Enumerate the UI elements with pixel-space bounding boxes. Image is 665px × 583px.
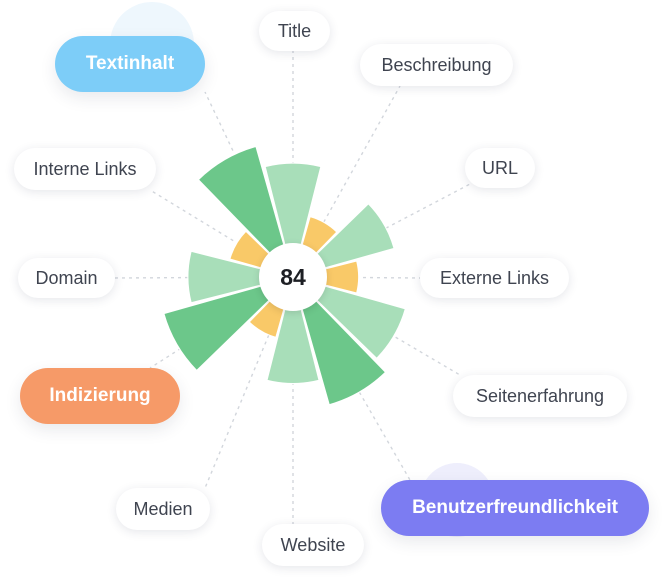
label-textinhalt[interactable]: Textinhalt xyxy=(55,36,205,92)
label-medien[interactable]: Medien xyxy=(116,488,210,530)
score-wedge-9 xyxy=(187,250,294,304)
score-wedge-0 xyxy=(264,162,322,278)
overall-score: 84 xyxy=(259,243,327,311)
label-domain[interactable]: Domain xyxy=(18,258,115,298)
label-title[interactable]: Title xyxy=(259,11,330,51)
score-wedge-5 xyxy=(292,276,387,406)
connector-line-11 xyxy=(204,91,294,278)
label-interne-links[interactable]: Interne Links xyxy=(14,148,156,190)
label-benutzerfreundlichkeit[interactable]: Benutzerfreundlichkeit xyxy=(381,480,649,536)
label-externe-links[interactable]: Externe Links xyxy=(420,258,569,298)
label-beschreibung[interactable]: Beschreibung xyxy=(360,44,513,86)
connector-line-7 xyxy=(204,276,294,489)
label-seitenerfahrung[interactable]: Seitenerfahrung xyxy=(453,375,627,417)
score-wedges xyxy=(163,145,407,406)
score-wedge-8 xyxy=(163,276,294,372)
connector-line-4 xyxy=(292,276,461,376)
score-wedge-4 xyxy=(292,276,407,360)
label-url[interactable]: URL xyxy=(465,148,535,188)
score-wedge-11 xyxy=(197,145,294,278)
label-indizierung[interactable]: Indizierung xyxy=(20,368,180,424)
label-website[interactable]: Website xyxy=(262,524,364,566)
score-wedge-6 xyxy=(266,276,320,385)
